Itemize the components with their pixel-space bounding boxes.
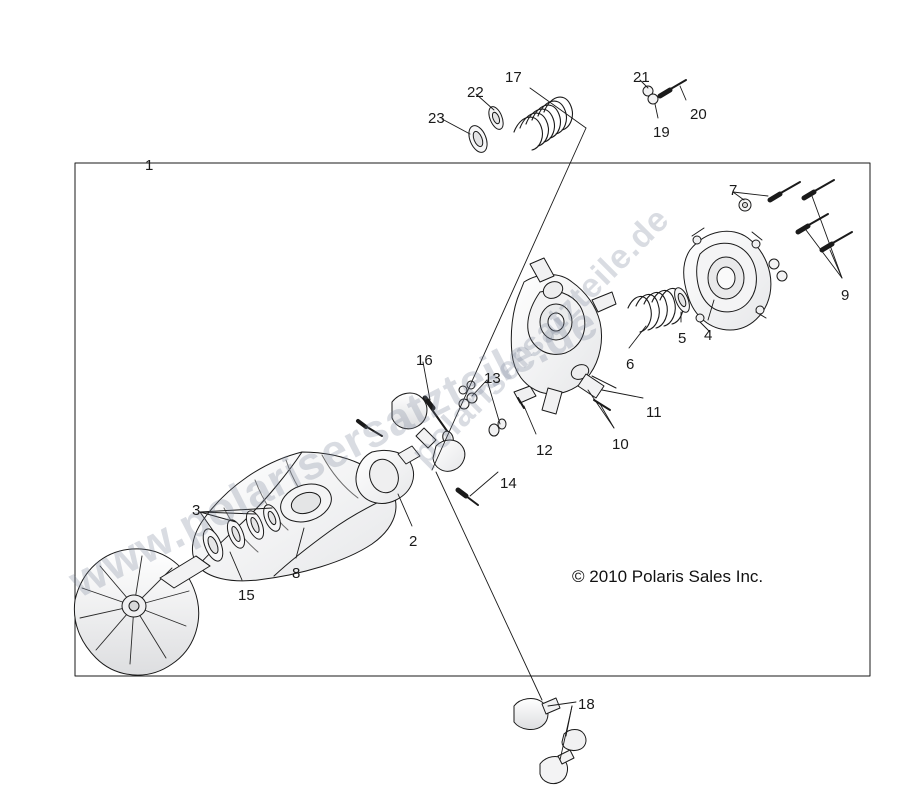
callout-18: 18 bbox=[578, 696, 595, 713]
callout-10: 10 bbox=[612, 436, 629, 453]
callout-5: 5 bbox=[678, 330, 687, 347]
callout-4: 4 bbox=[704, 327, 713, 344]
callout-12: 12 bbox=[536, 442, 553, 459]
callout-1: 1 bbox=[145, 157, 154, 174]
callout-15: 15 bbox=[238, 587, 255, 604]
callout-13: 13 bbox=[484, 370, 501, 387]
callout-19: 19 bbox=[653, 124, 670, 141]
callout-14: 14 bbox=[500, 475, 517, 492]
callout-21: 21 bbox=[633, 69, 650, 86]
copyright-notice: © 2010 Polaris Sales Inc. bbox=[572, 567, 764, 586]
callout-17: 17 bbox=[505, 69, 522, 86]
callout-22: 22 bbox=[467, 84, 484, 101]
callout-20: 20 bbox=[690, 106, 707, 123]
callout-7: 7 bbox=[729, 182, 738, 199]
callout-9: 9 bbox=[841, 287, 850, 304]
callout-23: 23 bbox=[428, 110, 445, 127]
callout-8: 8 bbox=[292, 565, 301, 582]
callout-2: 2 bbox=[409, 533, 418, 550]
callout-3: 3 bbox=[192, 502, 201, 519]
callout-6: 6 bbox=[626, 356, 635, 373]
callout-11: 11 bbox=[646, 404, 662, 421]
callout-16: 16 bbox=[416, 352, 433, 369]
